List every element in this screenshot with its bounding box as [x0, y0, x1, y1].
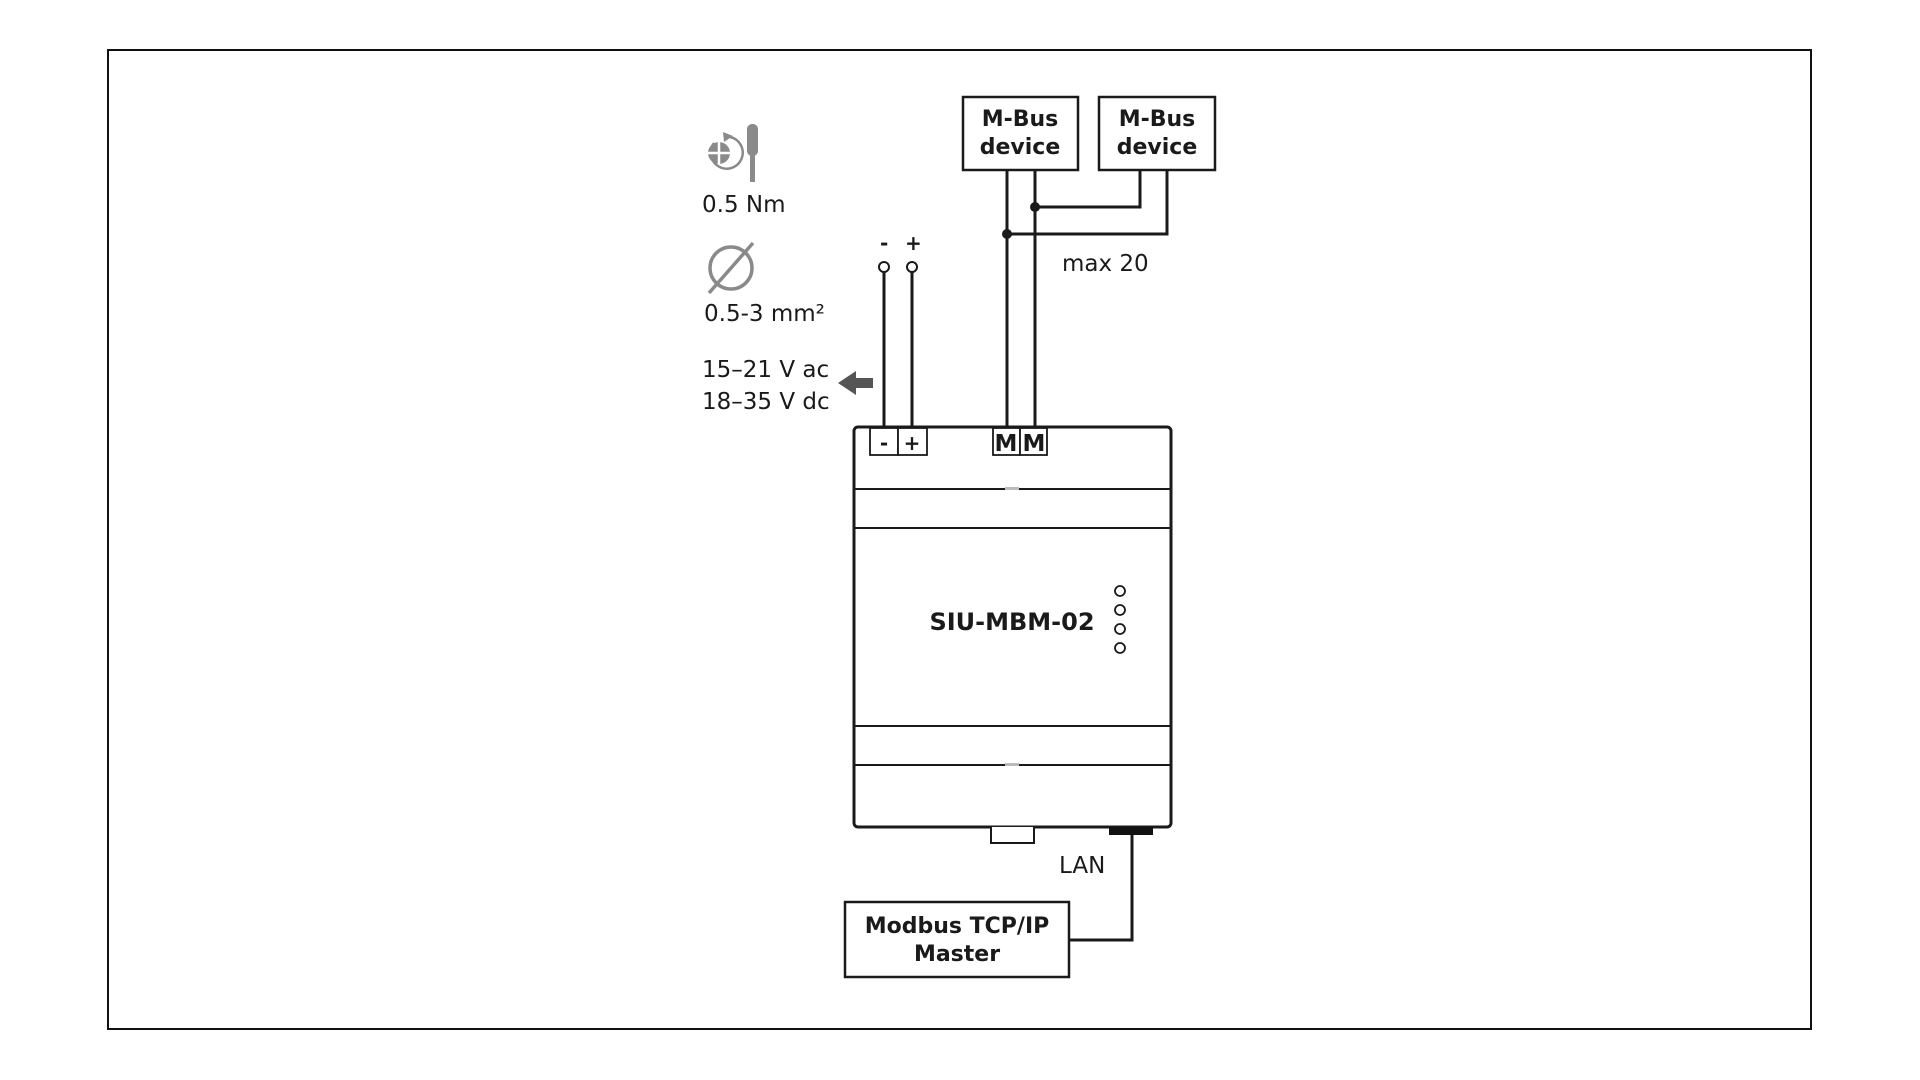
wire-section-label: 0.5-3 mm² — [704, 301, 825, 327]
power-minus-terminal-point — [878, 261, 890, 273]
terminal-minus: - — [880, 431, 888, 455]
din-rail-clip — [990, 827, 1035, 844]
mbus-max-label: max 20 — [1062, 251, 1149, 277]
device-name: SIU-MBM-02 — [929, 608, 1094, 636]
mbus-device-2: M-Bus device — [1097, 95, 1217, 172]
mbus-wiring — [1005, 170, 1169, 428]
terminal-plus: + — [904, 431, 921, 455]
mbus-junction-2 — [1002, 229, 1012, 239]
torque-label: 0.5 Nm — [702, 192, 786, 218]
mbus-device-2-line1: M-Bus — [1119, 107, 1196, 132]
master-line1: Modbus TCP/IP — [865, 914, 1050, 939]
power-minus-label: - — [880, 231, 888, 255]
power-plus-label: + — [905, 231, 922, 255]
diameter-icon — [707, 241, 755, 295]
lan-port — [1109, 827, 1153, 835]
power-plus-terminal-point — [906, 261, 918, 273]
mbus-device-1-line2: device — [980, 135, 1061, 160]
led-indicator — [1114, 585, 1126, 597]
modbus-master: Modbus TCP/IP Master — [843, 900, 1071, 979]
led-indicator — [1114, 623, 1126, 635]
lan-label: LAN — [1059, 853, 1105, 879]
supply-dc-label: 18–35 V dc — [702, 389, 830, 415]
terminal-m1: M — [995, 431, 1018, 457]
siu-mbm-device: SIU-MBM-02 — [852, 425, 1173, 844]
power-terminals: - + — [869, 427, 928, 456]
lan-wire — [1069, 835, 1134, 942]
led-indicator — [1114, 642, 1126, 654]
mbus-device-1: M-Bus device — [961, 95, 1080, 172]
screwdriver-torque-icon — [708, 124, 758, 182]
status-leds — [1114, 585, 1126, 654]
arrow-left-icon — [838, 371, 873, 395]
terminal-m2: M — [1023, 431, 1046, 457]
mbus-terminals: M M — [992, 427, 1048, 457]
led-indicator — [1114, 604, 1126, 616]
diagram-frame — [107, 49, 1812, 1030]
supply-ac-label: 15–21 V ac — [702, 357, 829, 383]
mbus-device-1-line1: M-Bus — [982, 107, 1059, 132]
master-line2: Master — [914, 942, 1000, 967]
mbus-device-2-line2: device — [1117, 135, 1198, 160]
mbus-junction-1 — [1030, 202, 1040, 212]
